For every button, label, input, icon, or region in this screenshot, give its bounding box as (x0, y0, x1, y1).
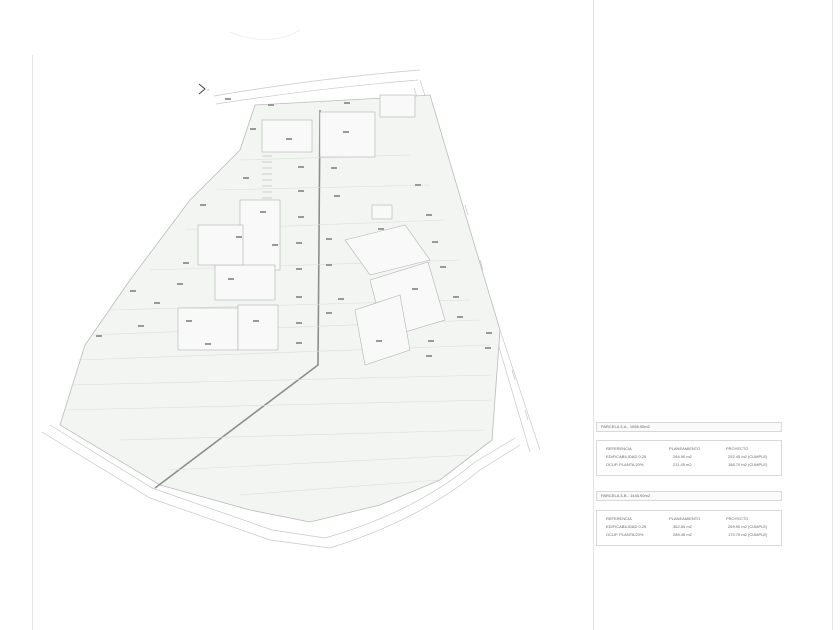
building-wing-a (239, 199, 281, 271)
north-label: > (207, 87, 210, 92)
building-annex-b (371, 204, 393, 220)
row-proj-value: 179.70 m2 (CUMPLE) (728, 532, 768, 537)
building-entry-b (319, 111, 376, 158)
building-block-b (354, 294, 411, 366)
terrace-lines (63, 154, 493, 496)
row-plan-value: 211.45 m2 (673, 462, 692, 467)
table-title-box (596, 422, 782, 432)
table-title: PARCELA 3-A - 1058.90m2 (601, 424, 650, 429)
col-header-planeamiento: PLANEAMIENTO (669, 446, 701, 451)
row-label: OCUP. PLANTA 20% (606, 462, 644, 467)
building-wing-b (344, 224, 431, 276)
row-plan-value: 264.90 m2 (673, 454, 692, 459)
parcel-outline (59, 94, 501, 523)
table-title: PARCELA 3-B - 1445.90m2 (601, 493, 651, 498)
building-side-a (197, 224, 244, 266)
building-core-a (214, 264, 276, 301)
table-body-box (596, 510, 782, 546)
buildings-parcel-b (319, 94, 446, 366)
table-title-box (596, 491, 782, 501)
row-label: OCUP. PLANTA 20% (606, 532, 644, 537)
north-arrow-icon (198, 83, 206, 95)
building-entry (261, 119, 313, 153)
col-header-referencia: REFERENCIA (606, 446, 632, 451)
col-header-referencia: REFERENCIA (606, 516, 632, 521)
sheet-left-border (32, 55, 33, 630)
col-header-proyecto: PROYECTO (726, 446, 749, 451)
building-gate-b (379, 94, 416, 118)
row-proj-value: 269.90 m2 (CUMPLE) (728, 524, 768, 529)
row-plan-value: 362.65 m2 (673, 524, 692, 529)
plan-annotations (96, 98, 492, 357)
parcel-3a-table: PARCELA 3-A - 1058.90m2 REFERENCIA PLANE… (596, 422, 782, 476)
top-arc (229, 29, 301, 40)
col-header-planeamiento: PLANEAMIENTO (669, 516, 701, 521)
parcel-3b-table: PARCELA 3-B - 1445.90m2 REFERENCIA PLANE… (596, 491, 782, 547)
row-proj-value: 188.70 m2 (CUMPLE) (728, 462, 768, 467)
sheet-right-border (593, 0, 594, 630)
col-header-proyecto: PROYECTO (726, 516, 749, 521)
buildings-parcel-a (177, 119, 313, 351)
building-block-a2 (237, 304, 279, 351)
row-label: EDIFICABILIDAD 0.25 (606, 454, 647, 459)
row-label: EDIFICABILIDAD 0.25 (606, 524, 647, 529)
table-body-box (596, 440, 782, 476)
row-plan-value: 289.45 m2 (673, 532, 692, 537)
sheet-far-right-border (832, 0, 833, 630)
row-proj-value: 252.45 m2 (CUMPLE) (728, 454, 768, 459)
parcel-division-line (154, 109, 321, 489)
